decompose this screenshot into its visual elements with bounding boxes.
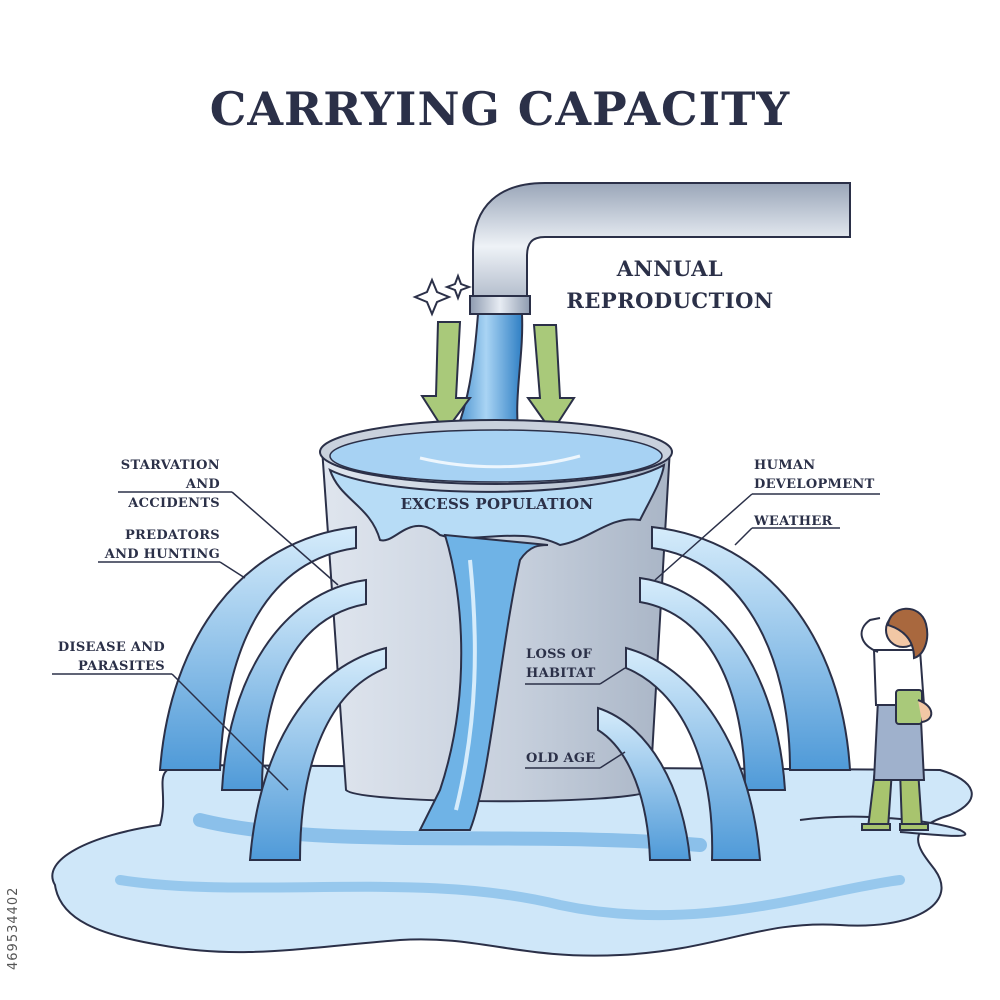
- outflow-jet-human-development: [651, 525, 852, 771]
- label-human-development: HUMAN DEVELOPMENT: [754, 458, 875, 492]
- annual-reproduction-label: ANNUAL REPRODUCTION: [550, 253, 790, 317]
- diagram-title: CARRYING CAPACITY: [209, 82, 791, 136]
- label-old-age: OLD AGE: [526, 751, 596, 766]
- label-disease: DISEASE AND PARASITES: [57, 640, 165, 674]
- outflow-jet-weather: [639, 576, 787, 791]
- down-arrow-icon-left: [420, 321, 472, 434]
- faucet-pipe: [472, 182, 851, 311]
- outflow-jet-disease: [248, 646, 387, 861]
- stock-id: 469534402: [6, 886, 21, 970]
- center-cascade: [418, 533, 549, 831]
- down-arrow-icon-right: [526, 324, 576, 434]
- outflow-jet-starvation: [220, 578, 367, 791]
- label-weather: WEATHER: [754, 514, 833, 529]
- annual-reproduction-text: ANNUAL REPRODUCTION: [566, 256, 774, 313]
- label-predators: PREDATORS AND HUNTING: [104, 528, 220, 562]
- observer-person: [860, 607, 933, 831]
- excess-population-label: EXCESS POPULATION: [400, 495, 594, 513]
- sparkle-icon-small: [444, 273, 472, 301]
- label-starvation: STARVATION AND ACCIDENTS: [120, 458, 220, 511]
- sparkle-icon: [412, 277, 452, 317]
- label-loss-of-habitat: LOSS OF HABITAT: [526, 647, 596, 681]
- outflow-jet-habitat: [625, 646, 762, 861]
- leader-lines: [52, 491, 880, 791]
- outflow-jet-predators: [158, 525, 357, 771]
- overflow-water: [328, 463, 666, 547]
